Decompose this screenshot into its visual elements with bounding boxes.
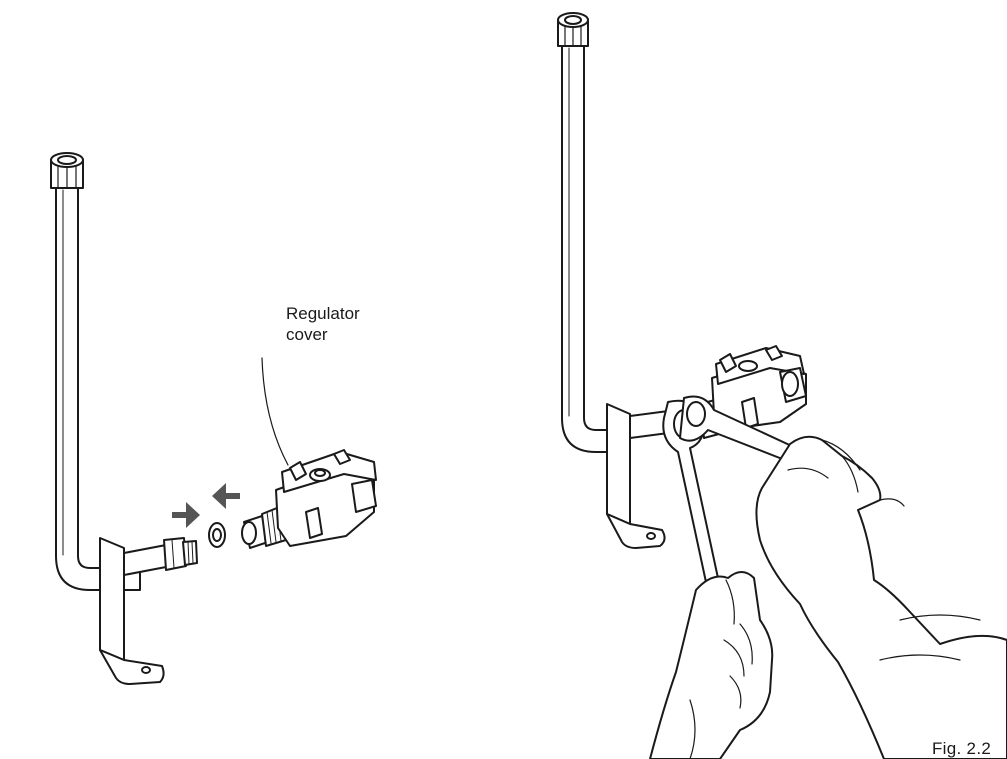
- left-regulator: [241, 449, 377, 549]
- spanner-upper: [679, 395, 797, 463]
- left-pipe: [55, 187, 141, 591]
- callout-line-2: cover: [286, 325, 328, 344]
- callout-line-1: Regulator: [286, 304, 360, 323]
- left-assembly: [50, 152, 377, 685]
- left-hand: [649, 571, 774, 759]
- figure-label: Fig. 2.2: [932, 739, 992, 758]
- sealing-washer: [208, 522, 226, 548]
- left-bracket: [99, 537, 165, 685]
- right-assembly: [557, 12, 1007, 759]
- left-top-nut: [50, 152, 84, 189]
- right-hand: [755, 435, 1007, 759]
- arrow-right-icon: [172, 502, 200, 528]
- right-pipe: [561, 45, 631, 453]
- regulator-cover-label: Regulator cover: [286, 303, 360, 345]
- left-fitting: [123, 537, 198, 576]
- right-bracket: [606, 403, 666, 549]
- right-top-nut: [557, 12, 589, 47]
- callout-leader-line: [261, 357, 289, 466]
- arrow-left-icon: [212, 483, 240, 509]
